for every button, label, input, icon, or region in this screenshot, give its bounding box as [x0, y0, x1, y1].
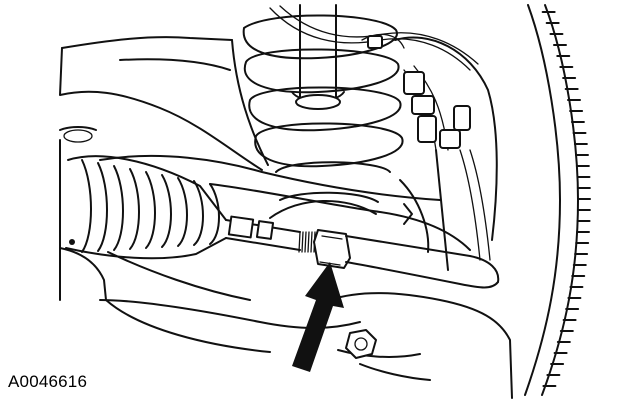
bellows-rib: [177, 177, 188, 247]
bellows-rib: [145, 171, 156, 249]
thread-line: [304, 231, 307, 253]
brake-line-fittings: [403, 71, 491, 271]
figure-id-label: A0046616: [8, 372, 88, 391]
bellows-rib: [97, 162, 108, 252]
bellows-rib: [129, 168, 140, 250]
shock-absorber: [291, 4, 345, 110]
wiring-harness: [269, 5, 479, 151]
bellows-rib: [113, 165, 124, 251]
bellows-rib: [161, 174, 172, 248]
thread-line: [301, 231, 304, 253]
lower-frame-arm: [99, 154, 471, 251]
tie-rod: [225, 215, 301, 251]
steering-knuckle: [394, 36, 498, 253]
arrow-pointer-icon: [292, 262, 344, 372]
thread-line: [310, 231, 313, 253]
thread-line: [307, 231, 310, 253]
thread-line: [298, 231, 301, 253]
bellows-rib: [81, 159, 92, 253]
brake-rotor-edge: [524, 4, 591, 396]
lower-subframe: [99, 251, 513, 399]
steering-gear-housing: [59, 126, 107, 301]
bellows-rib: [209, 183, 220, 245]
coil-spring: [242, 14, 404, 203]
outer-tie-rod-end: [345, 235, 500, 289]
bellows-rib: [193, 180, 204, 246]
upper-frame-rail: [59, 36, 269, 171]
rack-boot-bellows: [65, 155, 227, 260]
tie-rod-jam-nut: [298, 229, 351, 269]
lower-mounting-bolt: [345, 329, 377, 359]
